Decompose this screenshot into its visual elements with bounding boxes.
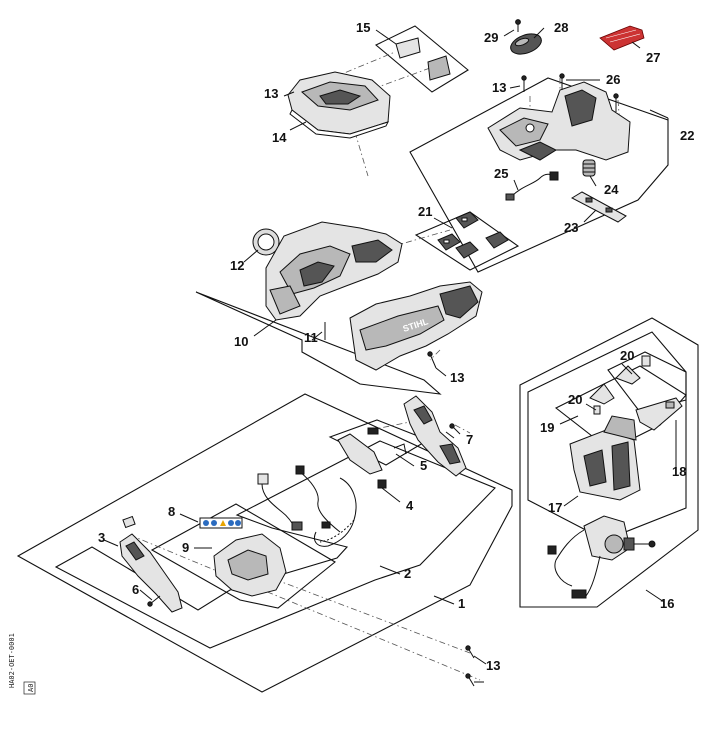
part-23-slider bbox=[570, 191, 627, 223]
callout-6: 6 bbox=[132, 582, 139, 597]
group-frame-10 bbox=[195, 291, 442, 395]
callout-13-top-cover: 13 bbox=[264, 86, 278, 101]
document-code: HA02-OET-0001 A0 bbox=[8, 633, 36, 695]
group-frame-21 bbox=[414, 211, 520, 271]
group-frame-20 bbox=[607, 351, 687, 413]
callout-10: 10 bbox=[234, 334, 248, 349]
callout-8: 8 bbox=[168, 504, 175, 519]
screw-13-handle bbox=[521, 75, 527, 92]
group-frame-8 bbox=[150, 503, 336, 609]
group-frame-18 bbox=[527, 331, 687, 541]
group-frame-1 bbox=[16, 393, 513, 693]
callout-5: 5 bbox=[420, 458, 427, 473]
part-17-battery-tray bbox=[569, 415, 641, 501]
callout-24: 24 bbox=[604, 182, 619, 197]
part-3-side-panel bbox=[119, 533, 183, 613]
part-20-clips-mid bbox=[589, 383, 615, 415]
screw-13-housing bbox=[427, 351, 437, 369]
group-frame-22 bbox=[409, 77, 669, 273]
callout-20-mid: 20 bbox=[568, 392, 582, 407]
callout-26: 26 bbox=[606, 72, 620, 87]
group-frame-2 bbox=[54, 440, 496, 649]
callout-13-bottom: 13 bbox=[486, 658, 500, 673]
callout-7: 7 bbox=[466, 432, 473, 447]
callout-29: 29 bbox=[484, 30, 498, 45]
callout-18: 18 bbox=[672, 464, 686, 479]
callout-15: 15 bbox=[356, 20, 370, 35]
version-box bbox=[23, 681, 36, 695]
screw-13-bottom-b bbox=[465, 673, 475, 687]
document-code-text: HA02-OET-0001 bbox=[8, 633, 16, 688]
part-cable-connector bbox=[257, 473, 303, 531]
callout-25: 25 bbox=[494, 166, 508, 181]
callout-13-housing: 13 bbox=[450, 370, 464, 385]
part-21-blocks bbox=[437, 211, 509, 259]
callouts: 15 13 14 29 28 27 13 26 22 25 24 23 21 1… bbox=[98, 20, 694, 673]
part-10-housing bbox=[265, 221, 403, 321]
part-27-label-strip bbox=[599, 25, 645, 51]
screw-7 bbox=[449, 423, 461, 435]
screw-26a bbox=[559, 73, 565, 90]
screw-13-bottom-a bbox=[465, 645, 475, 659]
part-29-screw bbox=[515, 19, 521, 32]
group-frame-15 bbox=[374, 25, 469, 93]
part-small-square bbox=[122, 515, 136, 529]
callout-1: 1 bbox=[458, 596, 465, 611]
group-frame-16 bbox=[519, 317, 699, 608]
part-26-handle bbox=[487, 81, 631, 161]
callout-4: 4 bbox=[406, 498, 414, 513]
part-24-spring bbox=[582, 159, 596, 177]
part-8-warning-label bbox=[199, 517, 243, 529]
part-7-handle-shell bbox=[403, 395, 467, 477]
callout-16: 16 bbox=[660, 596, 674, 611]
part-4-cable-loom bbox=[295, 465, 387, 547]
part-12-ring bbox=[252, 228, 280, 256]
callout-11: 11 bbox=[304, 330, 318, 345]
part-18-slides bbox=[635, 397, 683, 431]
part-5-switch-plate bbox=[337, 427, 407, 475]
part-15-pads bbox=[395, 37, 451, 81]
part-20-clips-top bbox=[615, 355, 651, 385]
callout-13-handle: 13 bbox=[492, 80, 506, 95]
callout-3: 3 bbox=[98, 530, 105, 545]
part-14-top-cover bbox=[287, 71, 391, 139]
part-16-motor-module bbox=[547, 515, 656, 599]
part-9-handle-cover bbox=[213, 533, 287, 597]
callout-22: 22 bbox=[680, 128, 694, 143]
callout-28: 28 bbox=[554, 20, 568, 35]
part-25-cable bbox=[505, 171, 559, 201]
callout-27: 27 bbox=[646, 50, 660, 65]
callout-21: 21 bbox=[418, 204, 432, 219]
callout-19: 19 bbox=[540, 420, 554, 435]
callout-2: 2 bbox=[404, 566, 411, 581]
part-6-screw bbox=[147, 595, 161, 607]
callout-12: 12 bbox=[230, 258, 244, 273]
leader-lines bbox=[103, 27, 677, 683]
callout-23: 23 bbox=[564, 220, 578, 235]
callout-9: 9 bbox=[182, 540, 189, 555]
callout-14: 14 bbox=[272, 130, 287, 145]
part-28-cap bbox=[510, 33, 542, 55]
callout-20-top: 20 bbox=[620, 348, 634, 363]
callout-17: 17 bbox=[548, 500, 562, 515]
version-box-text: A0 bbox=[27, 684, 35, 692]
screw-26b bbox=[613, 93, 619, 112]
housing-shell: STIHL bbox=[349, 281, 483, 371]
